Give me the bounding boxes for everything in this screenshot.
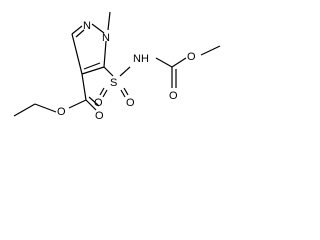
atom-label-o-methoxy: O (187, 51, 196, 63)
bond-c-o-methoxy (171, 57, 187, 68)
atom-label-s: S (110, 77, 117, 89)
bond-c5-s (103, 66, 114, 77)
bond-ester-c-o-double-inner (88, 96, 100, 107)
bond-ester-c-o-double (85, 99, 97, 111)
bond-n1-methyl (107, 11, 111, 31)
bond-nh-c (155, 57, 173, 68)
bond-c4-c3 (71, 33, 83, 75)
atom-label-o-ester-ether: O (57, 106, 66, 118)
atom-label-n2: N (83, 20, 91, 32)
atom-labels: N N O O S O O NH O O (57, 20, 196, 122)
bond-ch2-ch3 (13, 103, 36, 117)
bond-o-methyl (200, 45, 221, 56)
bond-n1-c5 (103, 40, 107, 68)
atom-label-n1: N (102, 32, 110, 44)
bond-c5-c4 (81, 66, 105, 75)
pyrazole-ring (71, 23, 107, 75)
bond-s-o-left (99, 87, 105, 96)
atom-label-o-carbamate-carbonyl: O (169, 90, 178, 102)
bond-s-nh (119, 66, 131, 77)
bond-c5-c4-inner (83, 62, 101, 70)
ethyl-ester-group (13, 73, 100, 117)
bond-c4-ester-c (81, 73, 87, 101)
bond-o-ch2 (34, 103, 57, 113)
atom-label-o-sulfonyl-left: O (94, 97, 103, 109)
atom-label-o-ester-carbonyl: O (95, 110, 104, 122)
atom-label-nh: NH (133, 53, 149, 65)
methyl-carbamate-group (155, 45, 221, 88)
atom-label-o-sulfonyl-right: O (126, 97, 135, 109)
bond-c3-n2 (71, 25, 83, 35)
chemical-structure-diagram: N N O O S O O NH O O (13, 11, 221, 122)
bond-s-o-right-inner (120, 89, 126, 98)
sulfonyl-group (99, 66, 131, 98)
bond-ester-c-o-single (68, 99, 87, 109)
bond-s-o-left-inner (102, 89, 108, 98)
bond-s-o-right (123, 87, 129, 96)
bond-n2-n1 (91, 23, 105, 34)
bond-c3-n2-inner (75, 29, 85, 38)
